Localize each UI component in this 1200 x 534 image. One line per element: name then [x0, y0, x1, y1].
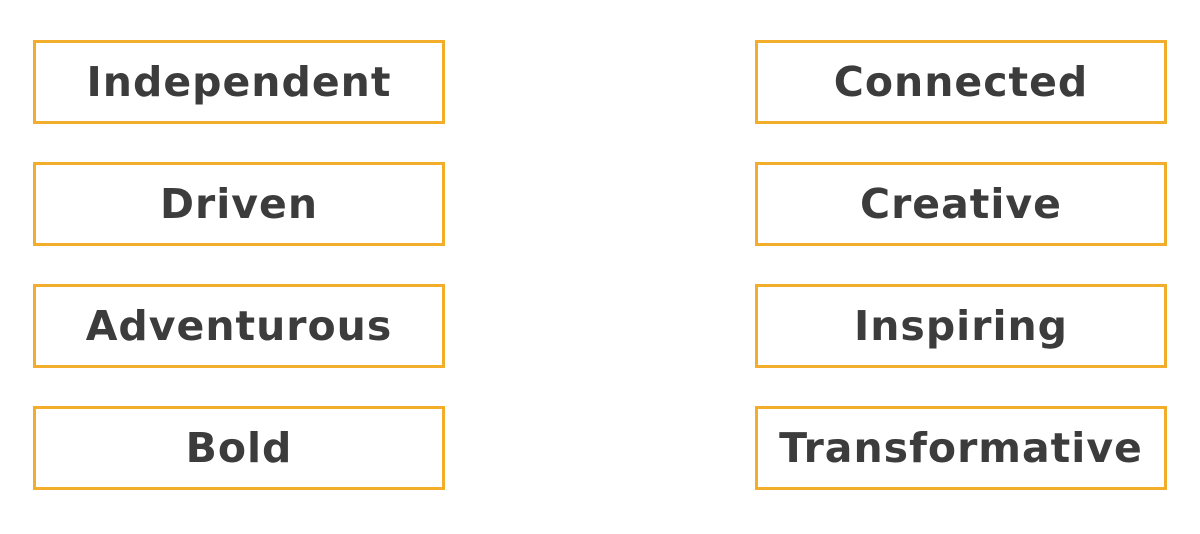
word-box-independent: Independent — [33, 40, 445, 124]
word-label: Transformative — [779, 424, 1143, 472]
word-label: Inspiring — [853, 302, 1069, 350]
right-column: Connected Creative Inspiring Transformat… — [755, 40, 1167, 528]
word-label: Driven — [159, 180, 319, 228]
word-box-connected: Connected — [755, 40, 1167, 124]
word-box-adventurous: Adventurous — [33, 284, 445, 368]
word-label: Connected — [833, 58, 1089, 106]
word-label: Creative — [860, 180, 1062, 228]
word-label: Adventurous — [85, 302, 393, 350]
word-box-inspiring: Inspiring — [755, 284, 1167, 368]
word-box-driven: Driven — [33, 162, 445, 246]
word-box-bold: Bold — [33, 406, 445, 490]
word-label: Bold — [185, 424, 293, 472]
word-box-creative: Creative — [755, 162, 1167, 246]
left-column: Independent Driven Adventurous Bold — [33, 40, 445, 528]
word-label: Independent — [86, 58, 392, 106]
word-box-transformative: Transformative — [755, 406, 1167, 490]
